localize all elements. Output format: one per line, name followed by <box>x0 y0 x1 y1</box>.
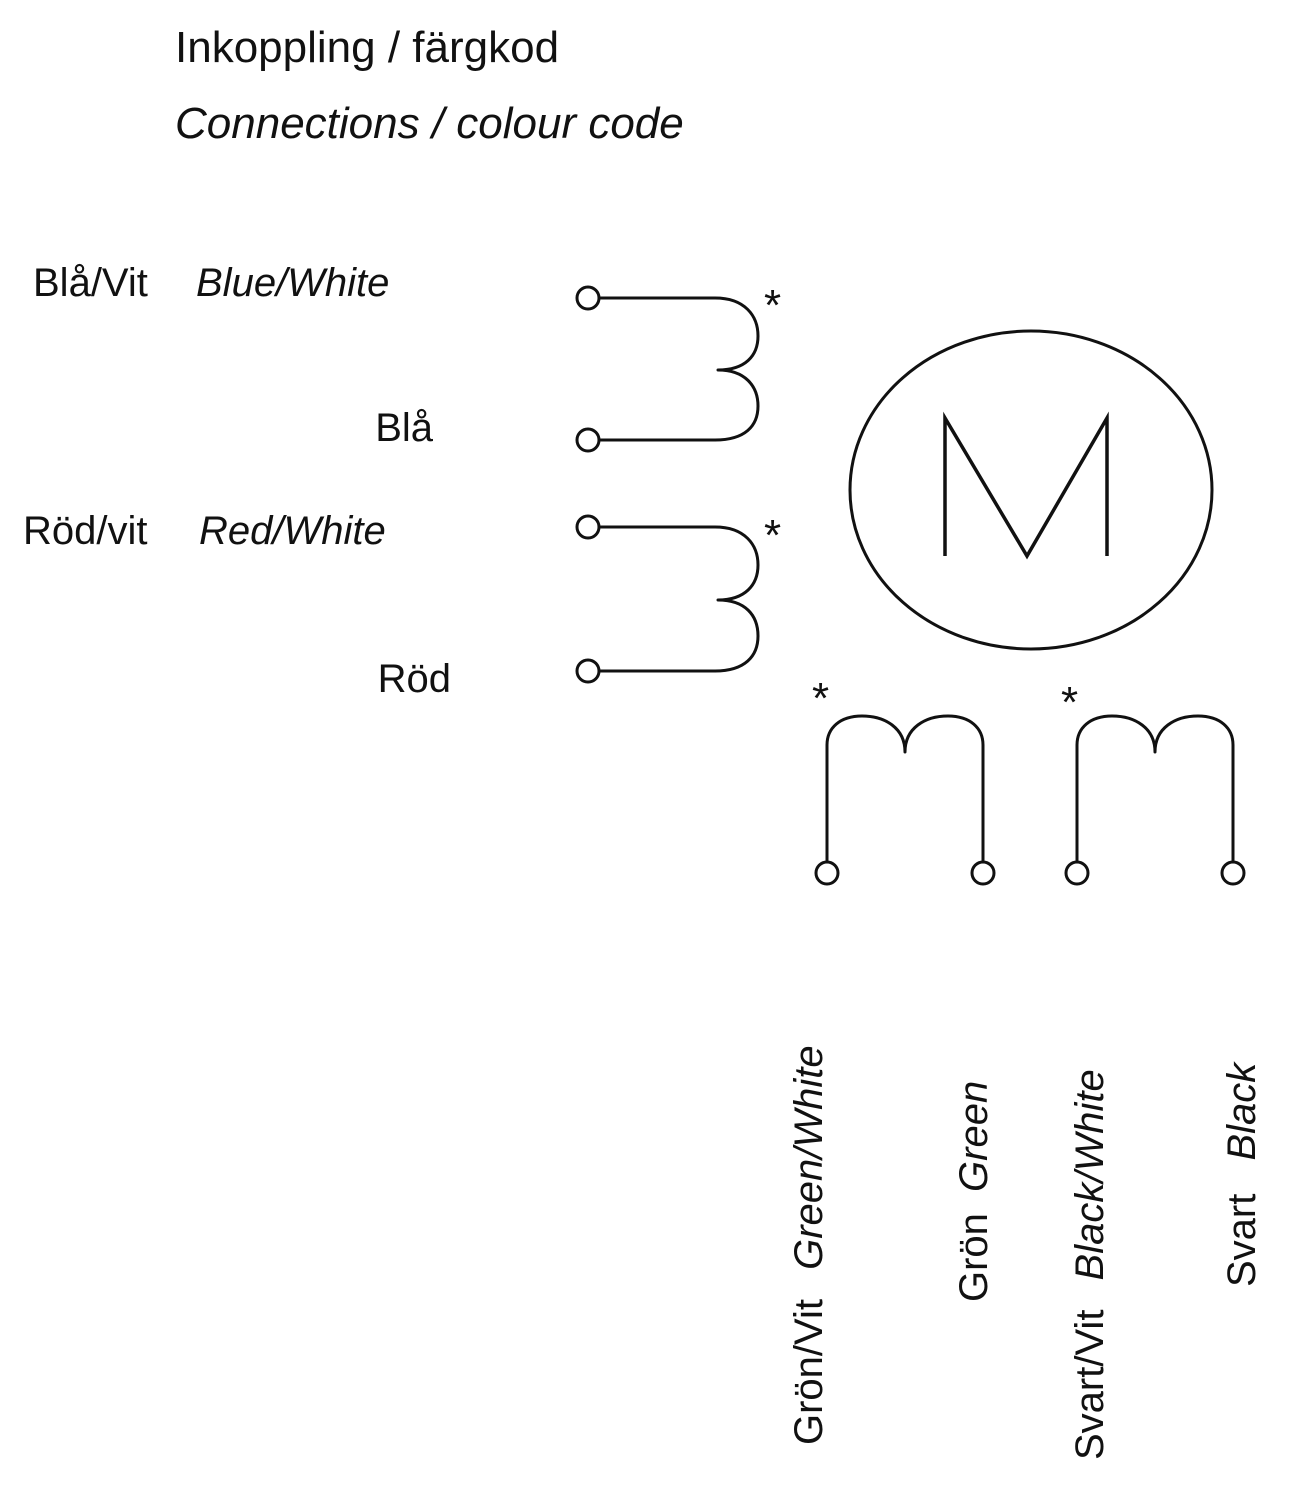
terminal-green-white[interactable] <box>814 860 840 886</box>
label-black-white-en: Black/White <box>1068 1069 1112 1280</box>
terminal-red[interactable] <box>575 658 601 684</box>
label-black-white: Svart/Vit Black/White <box>1068 1069 1112 1460</box>
winding-red: * Röd/vit Red/White Röd <box>23 509 781 701</box>
motor-symbol <box>848 329 1214 651</box>
label-blue-white-en: Blue/White <box>196 261 389 305</box>
polarity-mark-red: * <box>764 511 781 560</box>
title-swedish: Inkoppling / färgkod <box>175 23 559 72</box>
coil-red <box>596 525 760 673</box>
terminal-blue[interactable] <box>575 427 601 453</box>
label-black-white-sv: Svart/Vit <box>1068 1310 1112 1460</box>
label-black-en: Black <box>1220 1061 1264 1161</box>
label-blue-sv: Blå <box>375 406 434 450</box>
motor-letter-m <box>943 411 1109 560</box>
terminal-blue-white[interactable] <box>575 285 601 311</box>
label-red-white-en: Red/White <box>199 509 386 553</box>
label-green-white: Grön/Vit Green/White <box>787 1045 831 1445</box>
coil-blue <box>596 296 760 442</box>
terminal-black[interactable] <box>1220 860 1246 886</box>
title-english: Connections / colour code <box>175 99 684 148</box>
winding-green: * Grön/Vit Green/White Grön Green <box>787 674 996 1445</box>
label-red-sv: Röd <box>378 657 451 701</box>
label-green: Grön Green <box>952 1081 996 1302</box>
motor-circle <box>848 329 1214 651</box>
terminal-green[interactable] <box>970 860 996 886</box>
winding-blue: * Blå/Vit Blue/White Blå <box>33 261 781 453</box>
label-green-white-en: Green/White <box>787 1045 831 1270</box>
polarity-mark-green: * <box>812 674 829 723</box>
label-red-white-sv: Röd/vit <box>23 509 148 553</box>
coil-green <box>825 714 985 864</box>
label-black-sv: Svart <box>1220 1194 1264 1287</box>
terminal-black-white[interactable] <box>1064 860 1090 886</box>
terminal-red-white[interactable] <box>575 514 601 540</box>
coil-black <box>1075 714 1235 864</box>
winding-black: * Svart/Vit Black/White Svart Black <box>1061 678 1264 1460</box>
label-black: Svart Black <box>1220 1061 1264 1287</box>
label-green-sv: Grön <box>952 1213 996 1302</box>
polarity-mark-black: * <box>1061 678 1078 727</box>
polarity-mark-blue: * <box>764 281 781 330</box>
label-green-white-sv: Grön/Vit <box>787 1299 831 1445</box>
label-green-en: Green <box>952 1081 996 1192</box>
label-blue-white-sv: Blå/Vit <box>33 261 148 305</box>
